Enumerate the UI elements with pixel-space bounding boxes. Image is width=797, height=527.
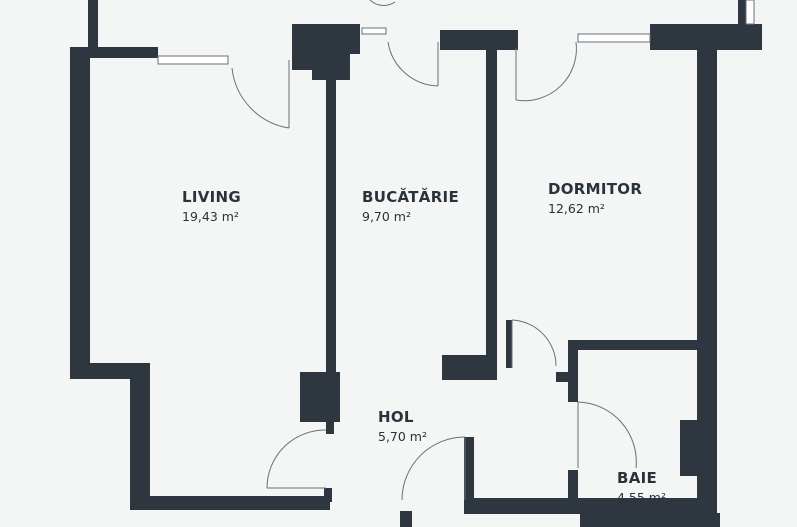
door-top-partial — [369, 0, 396, 6]
door-baie — [577, 401, 637, 469]
wall-left-lower — [130, 363, 150, 510]
room-area: 5,70 m² — [378, 429, 427, 444]
room-area: 9,70 m² — [362, 209, 411, 224]
room-area: 19,43 m² — [182, 209, 239, 224]
room-name: BAIE — [617, 469, 658, 487]
room-name: BUCĂTĂRIE — [362, 188, 459, 206]
window-kitchen — [361, 27, 387, 35]
door-living — [231, 60, 290, 129]
room-living: LIVING 19,43 m² — [182, 188, 241, 224]
room-name: HOL — [378, 408, 414, 426]
window-living — [157, 55, 229, 65]
door-dormitor-window — [515, 41, 577, 102]
wall-top-right — [650, 24, 762, 50]
wall-left-exterior — [70, 47, 90, 379]
wall-baie-top — [568, 340, 700, 350]
room-name: DORMITOR — [548, 180, 643, 198]
window-top-right — [745, 0, 755, 25]
wall-kitchen-dormitor — [486, 48, 497, 378]
column-top-main — [292, 24, 360, 54]
room-name: LIVING — [182, 188, 241, 206]
room-baie: BAIE 4,55 m² — [617, 469, 666, 505]
door-hol-left — [266, 429, 327, 489]
room-dormitor: DORMITOR 12,62 m² — [548, 180, 642, 216]
column-top-drop — [312, 54, 350, 80]
wall-bottom-baie — [580, 513, 720, 527]
column-kitchen-bottom — [442, 355, 497, 380]
wall-baie-left — [568, 340, 578, 402]
wall-bottom-center — [400, 511, 412, 527]
room-area: 12,62 m² — [548, 201, 605, 216]
wall-hol-bottom-stub — [324, 488, 332, 502]
room-hol: HOL 5,70 m² — [378, 408, 427, 444]
wall-top-left-stub — [88, 0, 98, 52]
wall-right-exterior — [697, 34, 717, 527]
doors — [231, 0, 637, 501]
window-dormitor — [577, 33, 651, 43]
wall-left-top-segment — [70, 47, 158, 58]
door-dormitor — [511, 319, 557, 368]
wall-bottom-right — [464, 498, 699, 514]
wall-right-bump — [680, 420, 700, 476]
wall-hol-stub — [464, 437, 474, 512]
wall-hol-door-stub — [326, 420, 334, 434]
wall-bottom-left — [130, 496, 330, 510]
door-hol-right — [401, 436, 466, 501]
wall-baie-left-bump — [556, 372, 578, 382]
walls — [70, 0, 762, 527]
column-hol-left — [300, 372, 340, 422]
room-area: 4,55 m² — [617, 490, 666, 505]
wall-baie-lower-stub — [568, 470, 578, 502]
wall-top-right-stub — [738, 0, 746, 28]
windows — [157, 0, 755, 65]
room-bucatarie: BUCĂTĂRIE 9,70 m² — [362, 188, 459, 224]
wall-dormitor-door-stub — [506, 320, 512, 368]
door-kitchen — [387, 41, 439, 87]
wall-kitchen-top-right — [440, 30, 518, 50]
wall-living-kitchen — [326, 78, 336, 378]
